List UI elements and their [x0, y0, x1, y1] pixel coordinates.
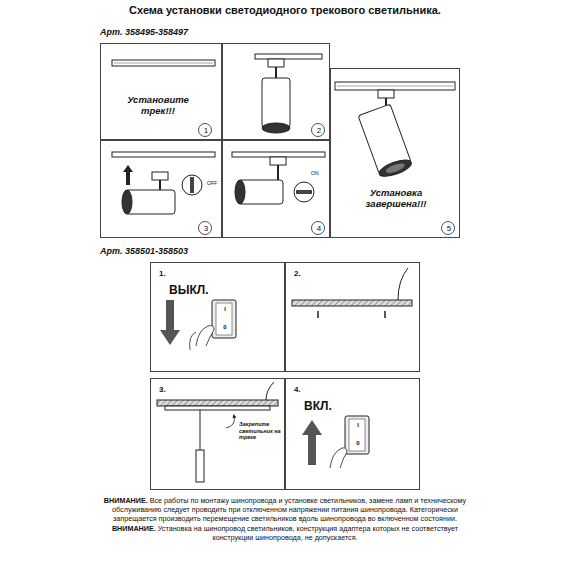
ceiling — [292, 300, 412, 306]
spotlight — [277, 165, 279, 180]
panel-text: 1. — [159, 269, 179, 278]
track — [112, 60, 215, 66]
warning-note: ВНИМАНИЕ. Все работы по монтажу шинопров… — [95, 496, 475, 523]
warning-note: ВНИМАНИЕ. Установка на шинопровод светил… — [95, 524, 475, 542]
switch — [160, 300, 236, 350]
pendant — [157, 400, 278, 406]
panel-text: 2. — [294, 269, 314, 278]
ceiling — [317, 311, 319, 318]
spotlight — [262, 123, 290, 133]
panel-text: ON — [311, 171, 323, 176]
article-number: Арт. 358501-358503 — [100, 246, 188, 256]
spotlight — [235, 180, 245, 204]
spotlight — [358, 104, 413, 180]
switch — [212, 300, 236, 338]
spotlight — [255, 54, 322, 59]
spotlight — [337, 86, 453, 87]
switch — [302, 420, 322, 465]
panel-text: 0 — [219, 323, 231, 331]
spotlight — [232, 152, 325, 157]
pendant — [266, 382, 274, 400]
panel-text: 3. — [159, 385, 179, 394]
callout-circle — [312, 222, 325, 235]
warning-text: Установка на шинопровод светильников, ко… — [158, 524, 458, 542]
panel-text: Закрепите светильник на треке — [239, 421, 283, 441]
callout-number: 2 — [313, 125, 325, 137]
spotlight — [268, 59, 284, 67]
step-panel: 4. ВКЛ. I 0 — [285, 378, 420, 490]
switch — [330, 448, 347, 468]
spotlight — [112, 152, 215, 214]
spotlight — [385, 161, 406, 174]
callout-number: 4 — [313, 223, 325, 235]
callout-circle — [312, 124, 325, 137]
callout-number: 1 — [200, 125, 212, 137]
step-panel: 3. Закрепите светильник на треке — [150, 378, 285, 490]
spotlight — [275, 67, 277, 78]
spotlight — [112, 152, 215, 157]
spotlight — [255, 54, 322, 133]
ceiling — [292, 268, 412, 318]
panel-text: ВЫКЛ. — [169, 283, 229, 297]
callout-number: 5 — [443, 223, 455, 235]
panel-text: I — [352, 421, 364, 429]
spotlight — [190, 177, 194, 193]
panel-text: 0 — [352, 439, 364, 447]
warning-heading: ВНИМАНИЕ. — [112, 524, 158, 533]
switch — [190, 332, 196, 350]
switch — [349, 419, 365, 451]
pendant — [200, 410, 201, 450]
ceiling — [384, 311, 386, 318]
title: Схема установки светодиодного трекового … — [0, 4, 570, 16]
spotlight — [122, 190, 132, 214]
track — [112, 60, 215, 66]
panel-text: ВКЛ. — [304, 399, 364, 413]
ceiling — [398, 268, 408, 300]
pendant — [165, 406, 270, 410]
step-panel: Установите трек!!! 1 — [100, 43, 222, 140]
spotlight — [123, 165, 133, 185]
spotlight — [335, 82, 455, 90]
pendant — [196, 450, 204, 482]
step-panel: 3 OFF — [100, 140, 222, 238]
spotlight — [335, 82, 455, 180]
spotlight — [152, 172, 168, 180]
spotlight — [270, 157, 286, 165]
switch — [196, 326, 214, 347]
callout-number: 3 — [200, 223, 212, 235]
step-panel: Установка завершена!!! 5 — [330, 68, 460, 238]
callout-circle — [199, 124, 212, 137]
spotlight — [232, 152, 325, 204]
panel-text: I — [219, 305, 231, 313]
callout-circle — [442, 222, 455, 235]
track — [114, 63, 213, 64]
switch — [345, 416, 369, 454]
spotlight — [182, 175, 202, 195]
spotlight — [296, 190, 312, 194]
panel-text: Установите трек!!! — [113, 94, 203, 117]
switch — [216, 303, 232, 335]
switch — [302, 416, 369, 468]
switch — [160, 300, 180, 345]
pendant — [226, 416, 234, 428]
warning-heading: ВНИМАНИЕ. — [104, 496, 150, 505]
step-panel: 2. — [285, 262, 420, 372]
spotlight — [378, 90, 394, 98]
callout-circle — [199, 222, 212, 235]
panel-text: 4. — [294, 385, 314, 394]
spotlight — [262, 78, 290, 128]
spotlight — [377, 157, 413, 180]
panel-text: Установка завершена!!! — [353, 187, 439, 210]
spotlight — [294, 182, 314, 202]
step-panel: 2 — [222, 43, 330, 140]
spotlight — [159, 180, 161, 190]
warning-text: Все работы по монтажу шинопровода и уста… — [112, 496, 466, 523]
article-number: Арт. 358495-358497 — [100, 27, 188, 37]
panel-text: OFF — [207, 181, 221, 186]
step-panel: 1. ВЫКЛ. I 0 — [150, 262, 285, 372]
step-panel: 4 ON — [222, 140, 330, 238]
